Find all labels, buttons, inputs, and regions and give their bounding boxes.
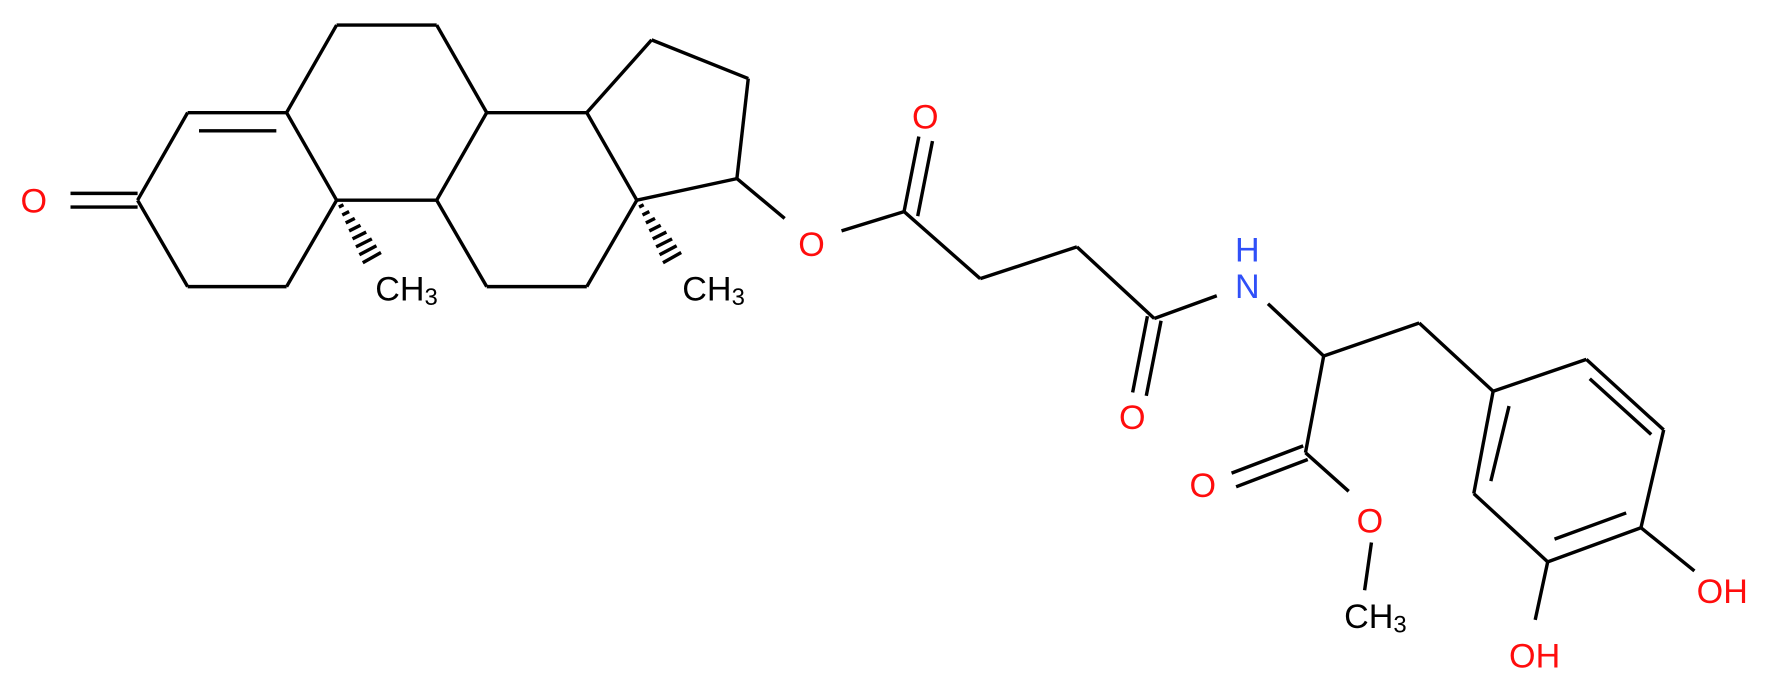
oxygen-succinyl-carbonyl-label: O xyxy=(912,99,939,137)
oxygen-ketone-label: O xyxy=(20,183,47,221)
methyl-c10-label: CH3 xyxy=(375,270,438,311)
methyl-c13-label: CH3 xyxy=(682,270,745,311)
bonds xyxy=(70,23,1696,621)
hydroxyl-para-label: OH xyxy=(1697,573,1748,611)
oxygen-methoxy-label: O xyxy=(1357,502,1384,540)
methoxy-methyl-label: CH3 xyxy=(1344,598,1407,639)
hydroxyl-meta-label: OH xyxy=(1509,638,1560,676)
stereo-hash-c10 xyxy=(338,203,382,265)
oxygen-methyl-ester-carbonyl-label: O xyxy=(1189,467,1216,505)
amide-h-label: H xyxy=(1235,232,1260,270)
oxygen-amide-label: O xyxy=(1119,399,1146,437)
atom-labels: O CH3 CH3 O O H N O O O CH3 OH OH xyxy=(20,99,1747,676)
oxygen-ester-label: O xyxy=(798,226,825,264)
amide-n-label: N xyxy=(1235,268,1260,306)
stereo-hash-c13 xyxy=(638,203,683,265)
